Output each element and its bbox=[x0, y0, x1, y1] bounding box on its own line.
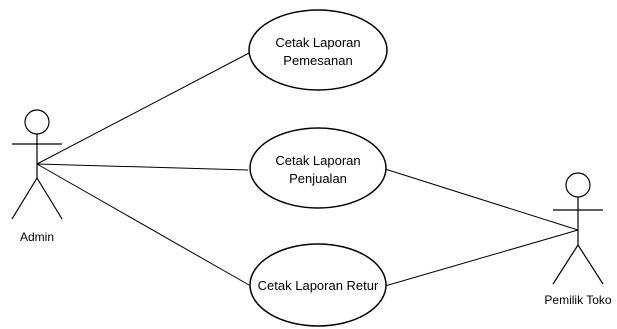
use-case-label-line1: Cetak Laporan bbox=[275, 153, 360, 168]
actor-head bbox=[565, 172, 591, 198]
use-case-label: Cetak Laporan Retur bbox=[258, 278, 379, 293]
use-case-pemesanan[interactable]: Cetak Laporan Pemesanan bbox=[248, 9, 388, 91]
actor-head bbox=[24, 109, 50, 135]
actor-right-leg bbox=[577, 244, 604, 285]
actor-label-pemilik-toko: Pemilik Toko bbox=[544, 293, 611, 307]
association-pemilik-penjualan bbox=[384, 168, 579, 231]
actor-pemilik-toko[interactable] bbox=[552, 172, 604, 285]
use-case-label-line1: Cetak Laporan bbox=[275, 35, 360, 50]
association-admin-penjualan bbox=[36, 163, 249, 171]
actor-label-admin: Admin bbox=[20, 230, 54, 244]
association-admin-retur bbox=[36, 163, 250, 286]
association-admin-pemesanan bbox=[36, 51, 252, 165]
actor-left-leg bbox=[552, 244, 579, 285]
use-case-penjualan[interactable]: Cetak Laporan Penjualan bbox=[249, 127, 387, 209]
actor-admin[interactable] bbox=[11, 109, 63, 220]
use-case-label-line2: Penjualan bbox=[289, 171, 347, 186]
use-case-ellipse bbox=[248, 9, 388, 91]
association-pemilik-retur bbox=[384, 229, 579, 287]
use-case-label-line2: Pemesanan bbox=[283, 53, 352, 68]
use-case-ellipse bbox=[249, 243, 387, 327]
actor-left-leg bbox=[11, 177, 38, 220]
actor-right-leg bbox=[36, 177, 63, 220]
use-case-ellipse bbox=[249, 127, 387, 209]
use-case-retur[interactable]: Cetak Laporan Retur bbox=[249, 243, 387, 327]
